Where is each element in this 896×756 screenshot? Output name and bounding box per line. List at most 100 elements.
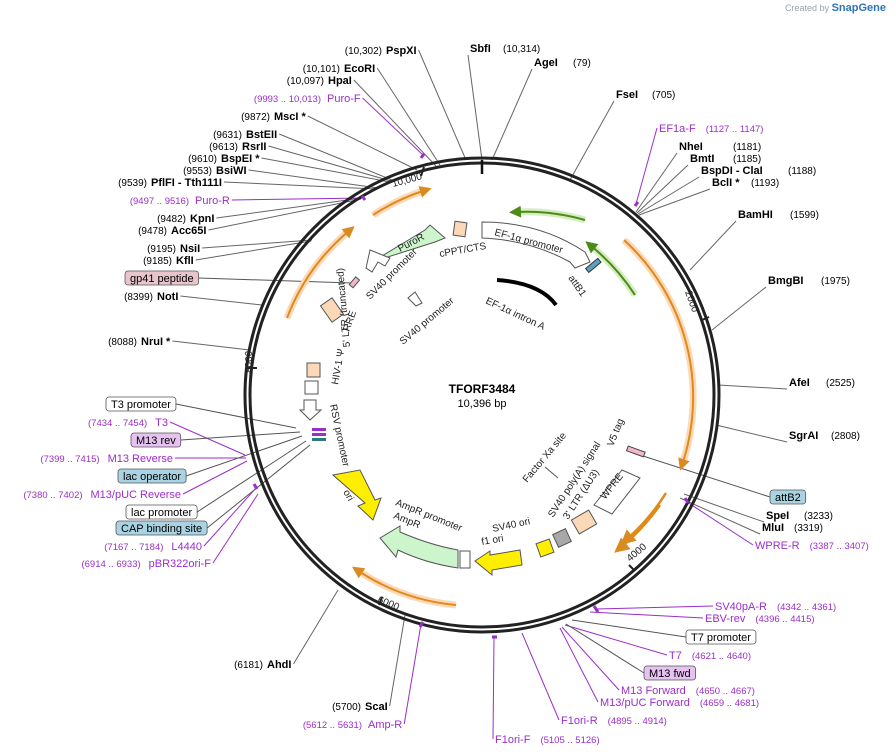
primer-m13-puc-reverse[interactable]: M13/pUC Reverse	[91, 489, 181, 501]
ori-label: ori	[340, 488, 355, 503]
primer-f1ori-r[interactable]: F1ori-R	[561, 715, 598, 727]
primer-sv40pa-r[interactable]: SV40pA-R	[715, 601, 767, 613]
primer-ef1a-f[interactable]: EF1a-F	[659, 123, 696, 135]
site-pos-11: (3233)	[804, 511, 833, 522]
feature-box-label-4: lac promoter	[131, 507, 192, 519]
site-leader-right-5	[637, 176, 700, 215]
site-label-agei[interactable]: AgeI	[534, 57, 558, 69]
box-leader-5	[206, 444, 311, 529]
site-label-ecori[interactable]: EcoRI	[344, 63, 375, 75]
site-label-bsiwi[interactable]: BsiWI	[216, 165, 247, 177]
primer-tick-sv40pa-r	[592, 605, 600, 613]
primer-puro-r[interactable]: Puro-R	[195, 195, 230, 207]
site-label-noti[interactable]: NotI	[157, 291, 178, 303]
primer-tick-puro-r	[360, 195, 367, 201]
primer-pbr322ori-f[interactable]: pBR322ori-F	[149, 558, 212, 570]
site-label-kpni[interactable]: KpnI	[190, 213, 214, 225]
site-label-hpai[interactable]: HpaI	[328, 75, 352, 87]
primer-leader-7	[212, 493, 259, 564]
cppt-label: cPPT/CTS	[439, 241, 488, 260]
site-label-nhei[interactable]: NheI	[679, 141, 703, 153]
feature-box-lac-promoter[interactable]	[125, 504, 198, 520]
site-pos-left-13: (8399)	[124, 292, 153, 303]
gp41-marker	[348, 276, 361, 289]
primer-range-16: (5612 .. 5631)	[303, 720, 362, 731]
primer-l4440[interactable]: L4440	[171, 541, 202, 553]
feature-box-lac-operator[interactable]	[117, 468, 187, 484]
site-label-acc65i[interactable]: Acc65I	[171, 225, 206, 237]
backbone-outer	[243, 156, 721, 634]
site-label-bsteii[interactable]: BstEII	[246, 129, 277, 141]
site-label-ahdi[interactable]: AhdI	[267, 659, 291, 671]
primer-leader-11	[564, 624, 668, 656]
site-label-fsei[interactable]: FseI	[616, 89, 638, 101]
site-label-nrui[interactable]: NruI *	[141, 336, 171, 348]
feature-box-m13-rev[interactable]	[130, 432, 182, 448]
feature-box-cap-binding-site[interactable]	[115, 520, 208, 536]
site-label-bcli[interactable]: BclI *	[712, 177, 740, 189]
site-label-spei[interactable]: SpeI	[766, 510, 789, 522]
primer-tick-l4440	[252, 483, 259, 490]
primer-leader-15	[492, 636, 495, 740]
feature-box-t3-promoter[interactable]	[105, 396, 177, 412]
orange-arc-ef1a	[621, 237, 697, 467]
plasmid-name: TFORF3484	[449, 382, 516, 396]
site-leader-left-11	[202, 239, 313, 249]
site-label-bspdi[interactable]: BspDI - ClaI	[701, 165, 763, 177]
site-label-sbfi[interactable]: SbfI	[470, 43, 491, 55]
site-label-pflfi[interactable]: PflFI - Tth111I	[151, 177, 222, 189]
site-leader-left-12	[195, 240, 312, 261]
site-label-afei[interactable]: AfeI	[789, 377, 810, 389]
site-leader-right-4	[636, 164, 689, 214]
site-label-kfli[interactable]: KflI	[176, 255, 194, 267]
primer-range-4: (7399 .. 7415)	[40, 454, 99, 465]
site-leader-left-0	[418, 49, 467, 161]
site-label-scai[interactable]: ScaI	[365, 701, 388, 713]
site-pos-left-5: (9613)	[209, 142, 238, 153]
site-label-bamhi[interactable]: BamHI	[738, 209, 773, 221]
site-leader-right-1	[491, 68, 533, 161]
primer-amp-r[interactable]: Amp-R	[368, 719, 402, 731]
site-label-bmgbi[interactable]: BmgBI	[768, 275, 803, 287]
primer-ebv-rev[interactable]: EBV-rev	[705, 613, 746, 625]
ampr-arrow	[379, 525, 459, 569]
orange-arc-wpre-1	[620, 492, 668, 545]
sv40-ori-box	[535, 538, 555, 558]
primer-range-14: (4895 .. 4914)	[608, 716, 667, 727]
site-leader-right-8	[711, 286, 767, 331]
site-label-pspxi[interactable]: PspXI	[386, 45, 417, 57]
site-label-bspei[interactable]: BspEI *	[221, 153, 260, 165]
site-pos-2: (705)	[652, 90, 675, 101]
primer-range-9: (4342 .. 4361)	[777, 602, 836, 613]
site-leader-left-16	[389, 614, 406, 707]
primer-wpre-r[interactable]: WPRE-R	[755, 540, 800, 552]
site-leader-left-14	[172, 340, 251, 351]
site-label-sgrai[interactable]: SgrAI	[789, 430, 818, 442]
primer-f1ori-f[interactable]: F1ori-F	[495, 734, 531, 746]
feature-box-gp41-peptide[interactable]	[124, 270, 200, 286]
primer-tick-wpre-r	[683, 497, 690, 504]
primer-leader-13	[559, 627, 599, 703]
site-label-nsii[interactable]: NsiI	[180, 243, 200, 255]
feature-box-attb2[interactable]	[769, 489, 807, 505]
feature-box-m13-fwd[interactable]	[643, 665, 696, 681]
site-label-msci[interactable]: MscI *	[274, 111, 307, 123]
primer-m13-puc-forward[interactable]: M13/pUC Forward	[600, 697, 690, 709]
primer-m13-reverse[interactable]: M13 Reverse	[108, 453, 173, 465]
primer-m13-forward[interactable]: M13 Forward	[621, 685, 686, 697]
site-label-mlui[interactable]: MluI	[762, 522, 784, 534]
site-pos-8: (1975)	[821, 276, 850, 287]
primer-puro-f[interactable]: Puro-F	[327, 93, 361, 105]
attb1-box	[584, 257, 602, 274]
primer-t3[interactable]: T3	[155, 417, 168, 429]
site-label-rsrii[interactable]: RsrII	[242, 141, 266, 153]
primer-t7[interactable]: T7	[669, 650, 682, 662]
box-leader-1	[175, 403, 297, 429]
site-label-bmti[interactable]: BmtI	[690, 153, 714, 165]
tick-10000	[420, 166, 425, 177]
ltr5-box	[304, 380, 319, 395]
feature-box-t7-promoter[interactable]	[685, 629, 757, 645]
site-pos-left-0: (10,302)	[345, 46, 382, 57]
site-leader-right-11	[683, 493, 765, 523]
